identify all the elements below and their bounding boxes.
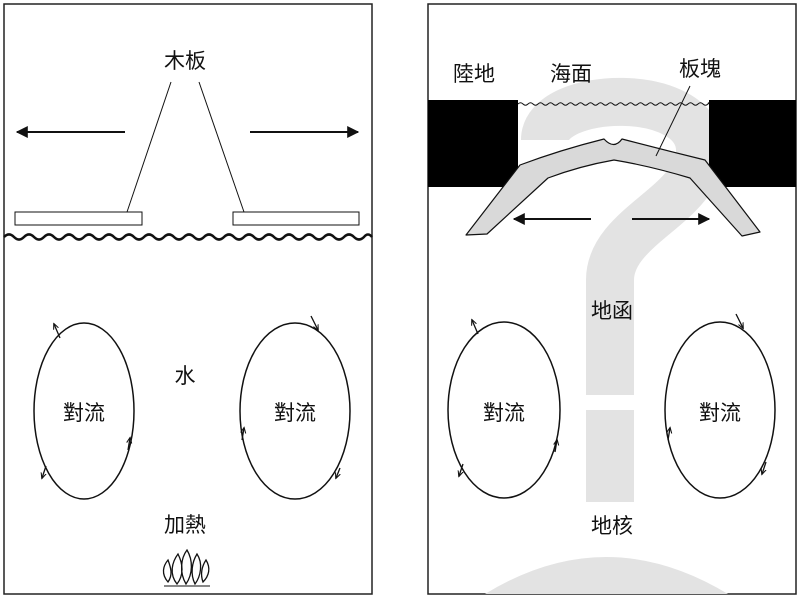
- right-panel: 陸地 海面 板塊 地函 地核 對流 對流: [427, 3, 797, 595]
- convection-cell-right-mantle: 對流: [664, 313, 776, 499]
- left-panel-frame: [3, 3, 373, 595]
- plank-label: 木板: [164, 49, 206, 73]
- convection-cell-left: 對流: [33, 323, 135, 500]
- land-block-right: [709, 100, 796, 187]
- land-label: 陸地: [453, 62, 495, 86]
- plate-label-pointer: [655, 85, 691, 157]
- convection-cell-left-mantle: 對流: [447, 320, 561, 499]
- flame-icon: [162, 548, 210, 587]
- convection-label-right: 對流: [274, 401, 316, 425]
- convection-label-right-mantle: 對流: [699, 401, 741, 425]
- plank-pointer-left: [126, 81, 172, 213]
- plate-label: 板塊: [679, 57, 721, 81]
- sea-surface-label: 海面: [550, 62, 592, 86]
- convection-label-left-mantle: 對流: [483, 401, 525, 425]
- water-surface-wave: [3, 233, 373, 241]
- land-block-left: [428, 100, 518, 187]
- water-label: 水: [175, 364, 196, 388]
- mantle-label: 地函: [591, 299, 633, 323]
- convection-label-left: 對流: [63, 401, 105, 425]
- core-label: 地核: [591, 514, 633, 538]
- plank-right: [232, 211, 360, 226]
- convection-cell-right: 對流: [239, 315, 351, 500]
- earth-core-dome: [485, 557, 728, 594]
- question-mark-watermark: [521, 77, 725, 502]
- tectonic-plate: [465, 138, 761, 237]
- left-panel: 木板 對流 對流 水 加熱: [3, 3, 373, 595]
- plank-pointer-right: [198, 81, 245, 213]
- plank-left: [14, 211, 143, 226]
- sea-surface-wave: [517, 102, 710, 106]
- heat-label: 加熱: [164, 513, 206, 537]
